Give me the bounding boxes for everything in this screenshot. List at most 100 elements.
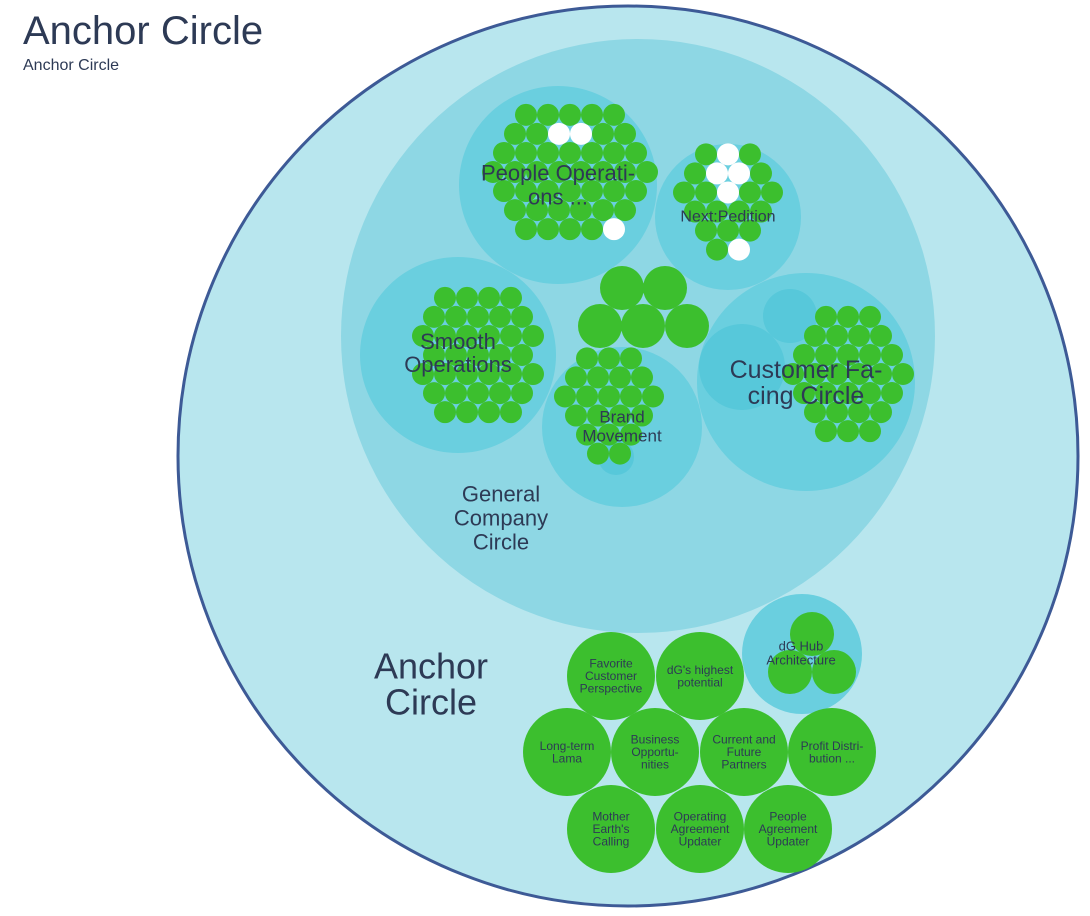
customer-facing-role[interactable] xyxy=(837,382,859,405)
next-pedition-role[interactable] xyxy=(739,181,761,204)
brand-movement-role[interactable] xyxy=(565,366,587,389)
smooth-operations-role[interactable] xyxy=(434,363,456,386)
next-pedition-role[interactable] xyxy=(717,219,739,242)
people-operations-role[interactable] xyxy=(581,103,603,126)
people-operations-role[interactable] xyxy=(603,218,625,241)
next-pedition-role[interactable] xyxy=(706,162,728,185)
brand-movement-role[interactable] xyxy=(598,385,620,408)
customer-facing-role[interactable] xyxy=(837,420,859,443)
customer-facing-role[interactable] xyxy=(815,382,837,405)
smooth-operations-role[interactable] xyxy=(500,324,522,347)
customer-facing-role[interactable] xyxy=(881,343,903,366)
brand-movement-role[interactable] xyxy=(598,347,620,370)
next-pedition-role[interactable] xyxy=(695,143,717,166)
brand-movement-role[interactable] xyxy=(631,404,653,427)
brand-movement-role[interactable] xyxy=(587,366,609,389)
next-pedition-role[interactable] xyxy=(684,200,706,223)
brand-movement-role[interactable] xyxy=(576,423,598,446)
smooth-operations-role[interactable] xyxy=(456,286,478,309)
next-pedition-role[interactable] xyxy=(706,238,728,261)
role-profit[interactable] xyxy=(788,708,876,796)
smooth-operations-role[interactable] xyxy=(500,401,522,424)
general-company-role[interactable] xyxy=(643,266,687,310)
brand-movement-role[interactable] xyxy=(642,385,664,408)
people-operations-role[interactable] xyxy=(570,199,592,222)
people-operations-role[interactable] xyxy=(614,199,636,222)
smooth-operations-role[interactable] xyxy=(412,324,434,347)
customer-facing-role[interactable] xyxy=(815,343,837,366)
customer-facing-role[interactable] xyxy=(826,363,848,385)
people-operations-role[interactable] xyxy=(592,161,614,183)
customer-facing-role[interactable] xyxy=(793,343,815,366)
people-operations-role[interactable] xyxy=(570,161,592,183)
brand-movement-role[interactable] xyxy=(609,366,631,389)
people-operations-role[interactable] xyxy=(559,180,581,203)
next-pedition-role[interactable] xyxy=(706,200,728,223)
smooth-operations-role[interactable] xyxy=(445,382,467,405)
brand-movement-role[interactable] xyxy=(598,423,620,446)
next-pedition-role[interactable] xyxy=(739,143,761,166)
smooth-operations-role[interactable] xyxy=(489,344,511,366)
smooth-operations-role[interactable] xyxy=(489,305,511,328)
role-business[interactable] xyxy=(611,708,699,796)
people-operations-role[interactable] xyxy=(493,180,515,203)
people-operations-role[interactable] xyxy=(603,180,625,203)
people-operations-role[interactable] xyxy=(526,199,548,222)
people-operations-role[interactable] xyxy=(625,180,647,203)
people-operations-role[interactable] xyxy=(504,199,526,222)
smooth-operations-role[interactable] xyxy=(423,344,445,366)
people-operations-role[interactable] xyxy=(515,103,537,126)
customer-facing-role[interactable] xyxy=(782,363,804,385)
brand-movement-role[interactable] xyxy=(587,404,609,427)
customer-facing-role[interactable] xyxy=(859,305,881,328)
customer-facing-role[interactable] xyxy=(892,363,914,385)
smooth-operations-role[interactable] xyxy=(434,324,456,347)
smooth-operations-role[interactable] xyxy=(489,382,511,405)
customer-facing-role[interactable] xyxy=(870,324,892,347)
customer-facing-subcircle[interactable] xyxy=(699,324,785,410)
smooth-operations-role[interactable] xyxy=(467,344,489,366)
people-operations-role[interactable] xyxy=(515,218,537,241)
smooth-operations-role[interactable] xyxy=(511,382,533,405)
customer-facing-role[interactable] xyxy=(815,420,837,443)
smooth-operations-role[interactable] xyxy=(434,401,456,424)
next-pedition-role[interactable] xyxy=(717,143,739,166)
smooth-operations-role[interactable] xyxy=(456,363,478,386)
customer-facing-role[interactable] xyxy=(859,382,881,405)
people-operations-role[interactable] xyxy=(559,103,581,126)
brand-movement-role[interactable] xyxy=(631,366,653,389)
smooth-operations-role[interactable] xyxy=(511,305,533,328)
customer-facing-subcircle[interactable] xyxy=(763,289,817,343)
next-pedition-role[interactable] xyxy=(750,162,772,185)
customer-facing-role[interactable] xyxy=(837,343,859,366)
people-operations-role[interactable] xyxy=(515,180,537,203)
smooth-operations-role[interactable] xyxy=(412,363,434,386)
customer-facing-role[interactable] xyxy=(859,420,881,443)
people-operations-role[interactable] xyxy=(526,122,548,145)
next-pedition-role[interactable] xyxy=(673,181,695,204)
people-operations-role[interactable] xyxy=(515,141,537,164)
customer-facing-role[interactable] xyxy=(804,324,826,347)
customer-facing-role[interactable] xyxy=(804,401,826,424)
customer-facing-role[interactable] xyxy=(815,305,837,328)
people-operations-role[interactable] xyxy=(603,141,625,164)
smooth-operations-role[interactable] xyxy=(445,305,467,328)
people-operations-role[interactable] xyxy=(603,103,625,126)
brand-movement-role[interactable] xyxy=(609,442,631,465)
people-operations-role[interactable] xyxy=(504,161,526,183)
dg-hub-role[interactable] xyxy=(768,650,812,694)
smooth-operations-role[interactable] xyxy=(500,286,522,309)
role-people_agreement[interactable] xyxy=(744,785,832,873)
role-favorite[interactable] xyxy=(567,632,655,720)
customer-facing-role[interactable] xyxy=(804,363,826,385)
customer-facing-role[interactable] xyxy=(837,305,859,328)
smooth-operations-role[interactable] xyxy=(478,286,500,309)
brand-movement-role[interactable] xyxy=(565,404,587,427)
customer-facing-role[interactable] xyxy=(848,324,870,347)
people-operations-role[interactable] xyxy=(548,122,570,145)
people-operations-role[interactable] xyxy=(537,180,559,203)
people-operations-role[interactable] xyxy=(559,218,581,241)
brand-movement-role[interactable] xyxy=(587,442,609,465)
smooth-operations-role[interactable] xyxy=(423,305,445,328)
people-operations-role[interactable] xyxy=(581,141,603,164)
